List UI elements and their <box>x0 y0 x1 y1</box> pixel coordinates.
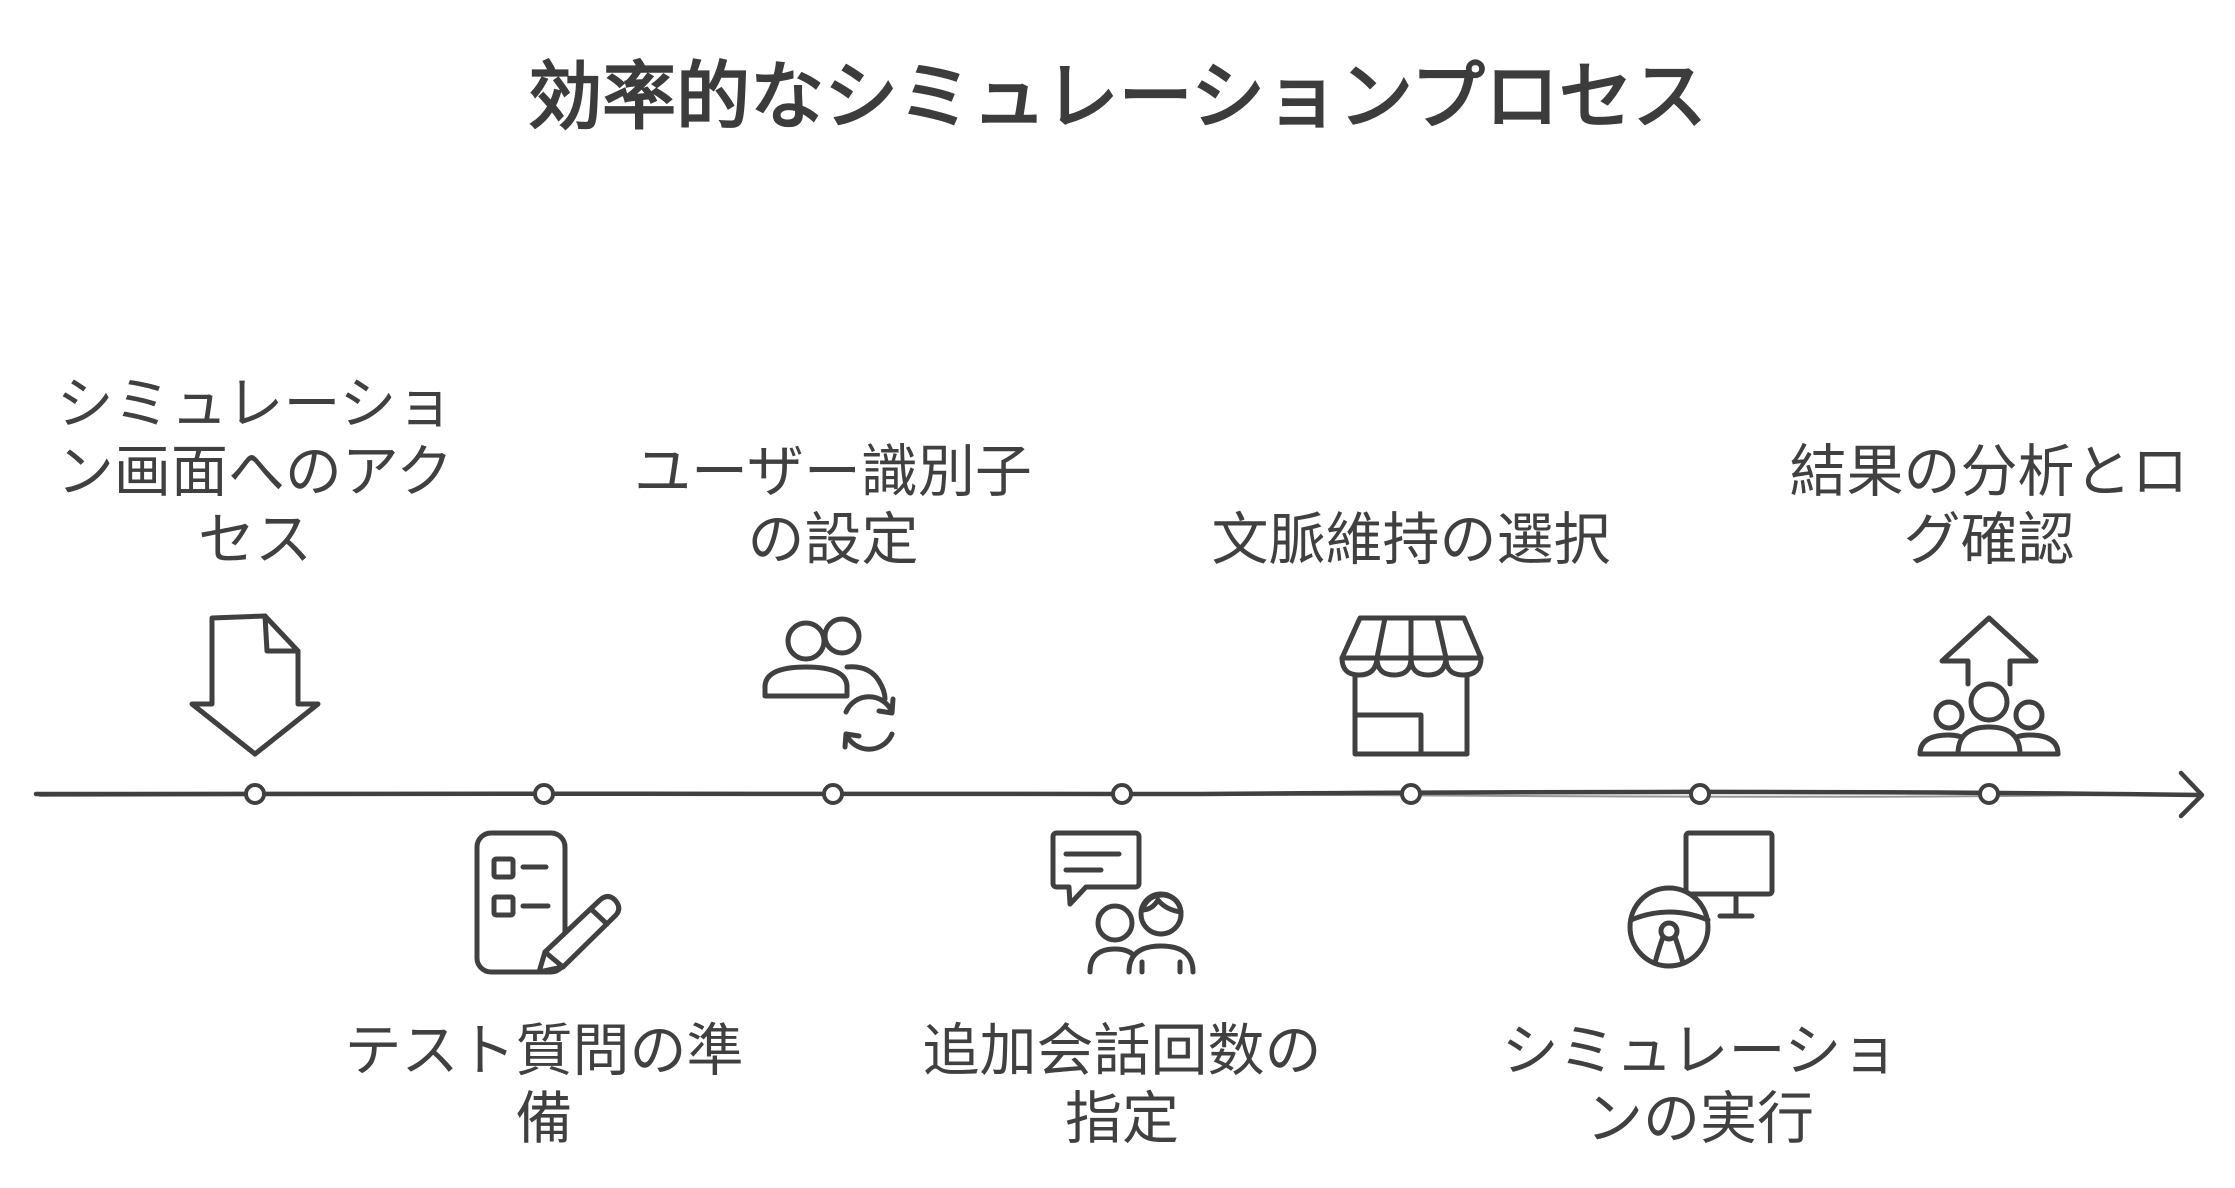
step-5-select-context-retention: 文脈維持の選択 <box>1191 506 1631 574</box>
step-label-line: シミュレーショ <box>56 371 454 437</box>
step-label-line: ユーザー識別子 <box>634 439 1032 505</box>
step-label-line: 指定 <box>1065 1086 1179 1152</box>
step-label-line: ン画面へのアク <box>56 439 454 505</box>
step-2-prepare-test-questions: テスト質問の準 備 <box>324 1017 764 1153</box>
step-label-line: シミュレーショ <box>1501 1018 1899 1084</box>
step-label-line: グ確認 <box>1903 507 2075 573</box>
step-label-line: の設定 <box>747 507 919 573</box>
checklist-pencil-icon <box>474 830 622 975</box>
step-label-line: セス <box>198 507 312 573</box>
page-title: 効率的なシミュレーションプロセス <box>528 54 1707 140</box>
timeline-node <box>533 783 555 805</box>
step-7-analyze-results-check-logs: 結果の分析とロ グ確認 <box>1769 438 2209 574</box>
timeline-node <box>1111 783 1133 805</box>
timeline-node <box>1689 783 1711 805</box>
step-6-run-simulation: シミュレーショ ンの実行 <box>1480 1017 1920 1153</box>
timeline-axis-sketch <box>39 792 2197 798</box>
people-arrow-up-icon <box>1917 615 2061 757</box>
timeline-node <box>1978 783 2000 805</box>
steering-wheel-monitor-icon <box>1627 830 1775 969</box>
step-label-line: ンの実行 <box>1586 1086 1814 1152</box>
users-refresh-icon <box>762 616 896 752</box>
step-label-line: 文脈維持の選択 <box>1211 507 1611 573</box>
timeline-node <box>822 783 844 805</box>
timeline-arrowhead <box>2178 770 2205 819</box>
step-3-set-user-identifier: ユーザー識別子 の設定 <box>613 438 1053 574</box>
step-4-specify-additional-turns: 追加会話回数の 指定 <box>902 1017 1342 1153</box>
step-label-line: テスト質問の準 <box>344 1018 744 1084</box>
step-label-line: 備 <box>515 1086 573 1152</box>
step-label-line: 追加会話回数の <box>922 1018 1322 1084</box>
download-document-icon <box>189 613 321 757</box>
chat-people-icon <box>1050 830 1196 975</box>
timeline-node <box>244 783 266 805</box>
storefront-icon <box>1339 615 1484 757</box>
timeline-node <box>1400 783 1422 805</box>
step-1-access-simulation-screen: シミュレーショ ン画面へのアク セス <box>35 370 475 574</box>
step-label-line: 結果の分析とロ <box>1789 439 2189 505</box>
